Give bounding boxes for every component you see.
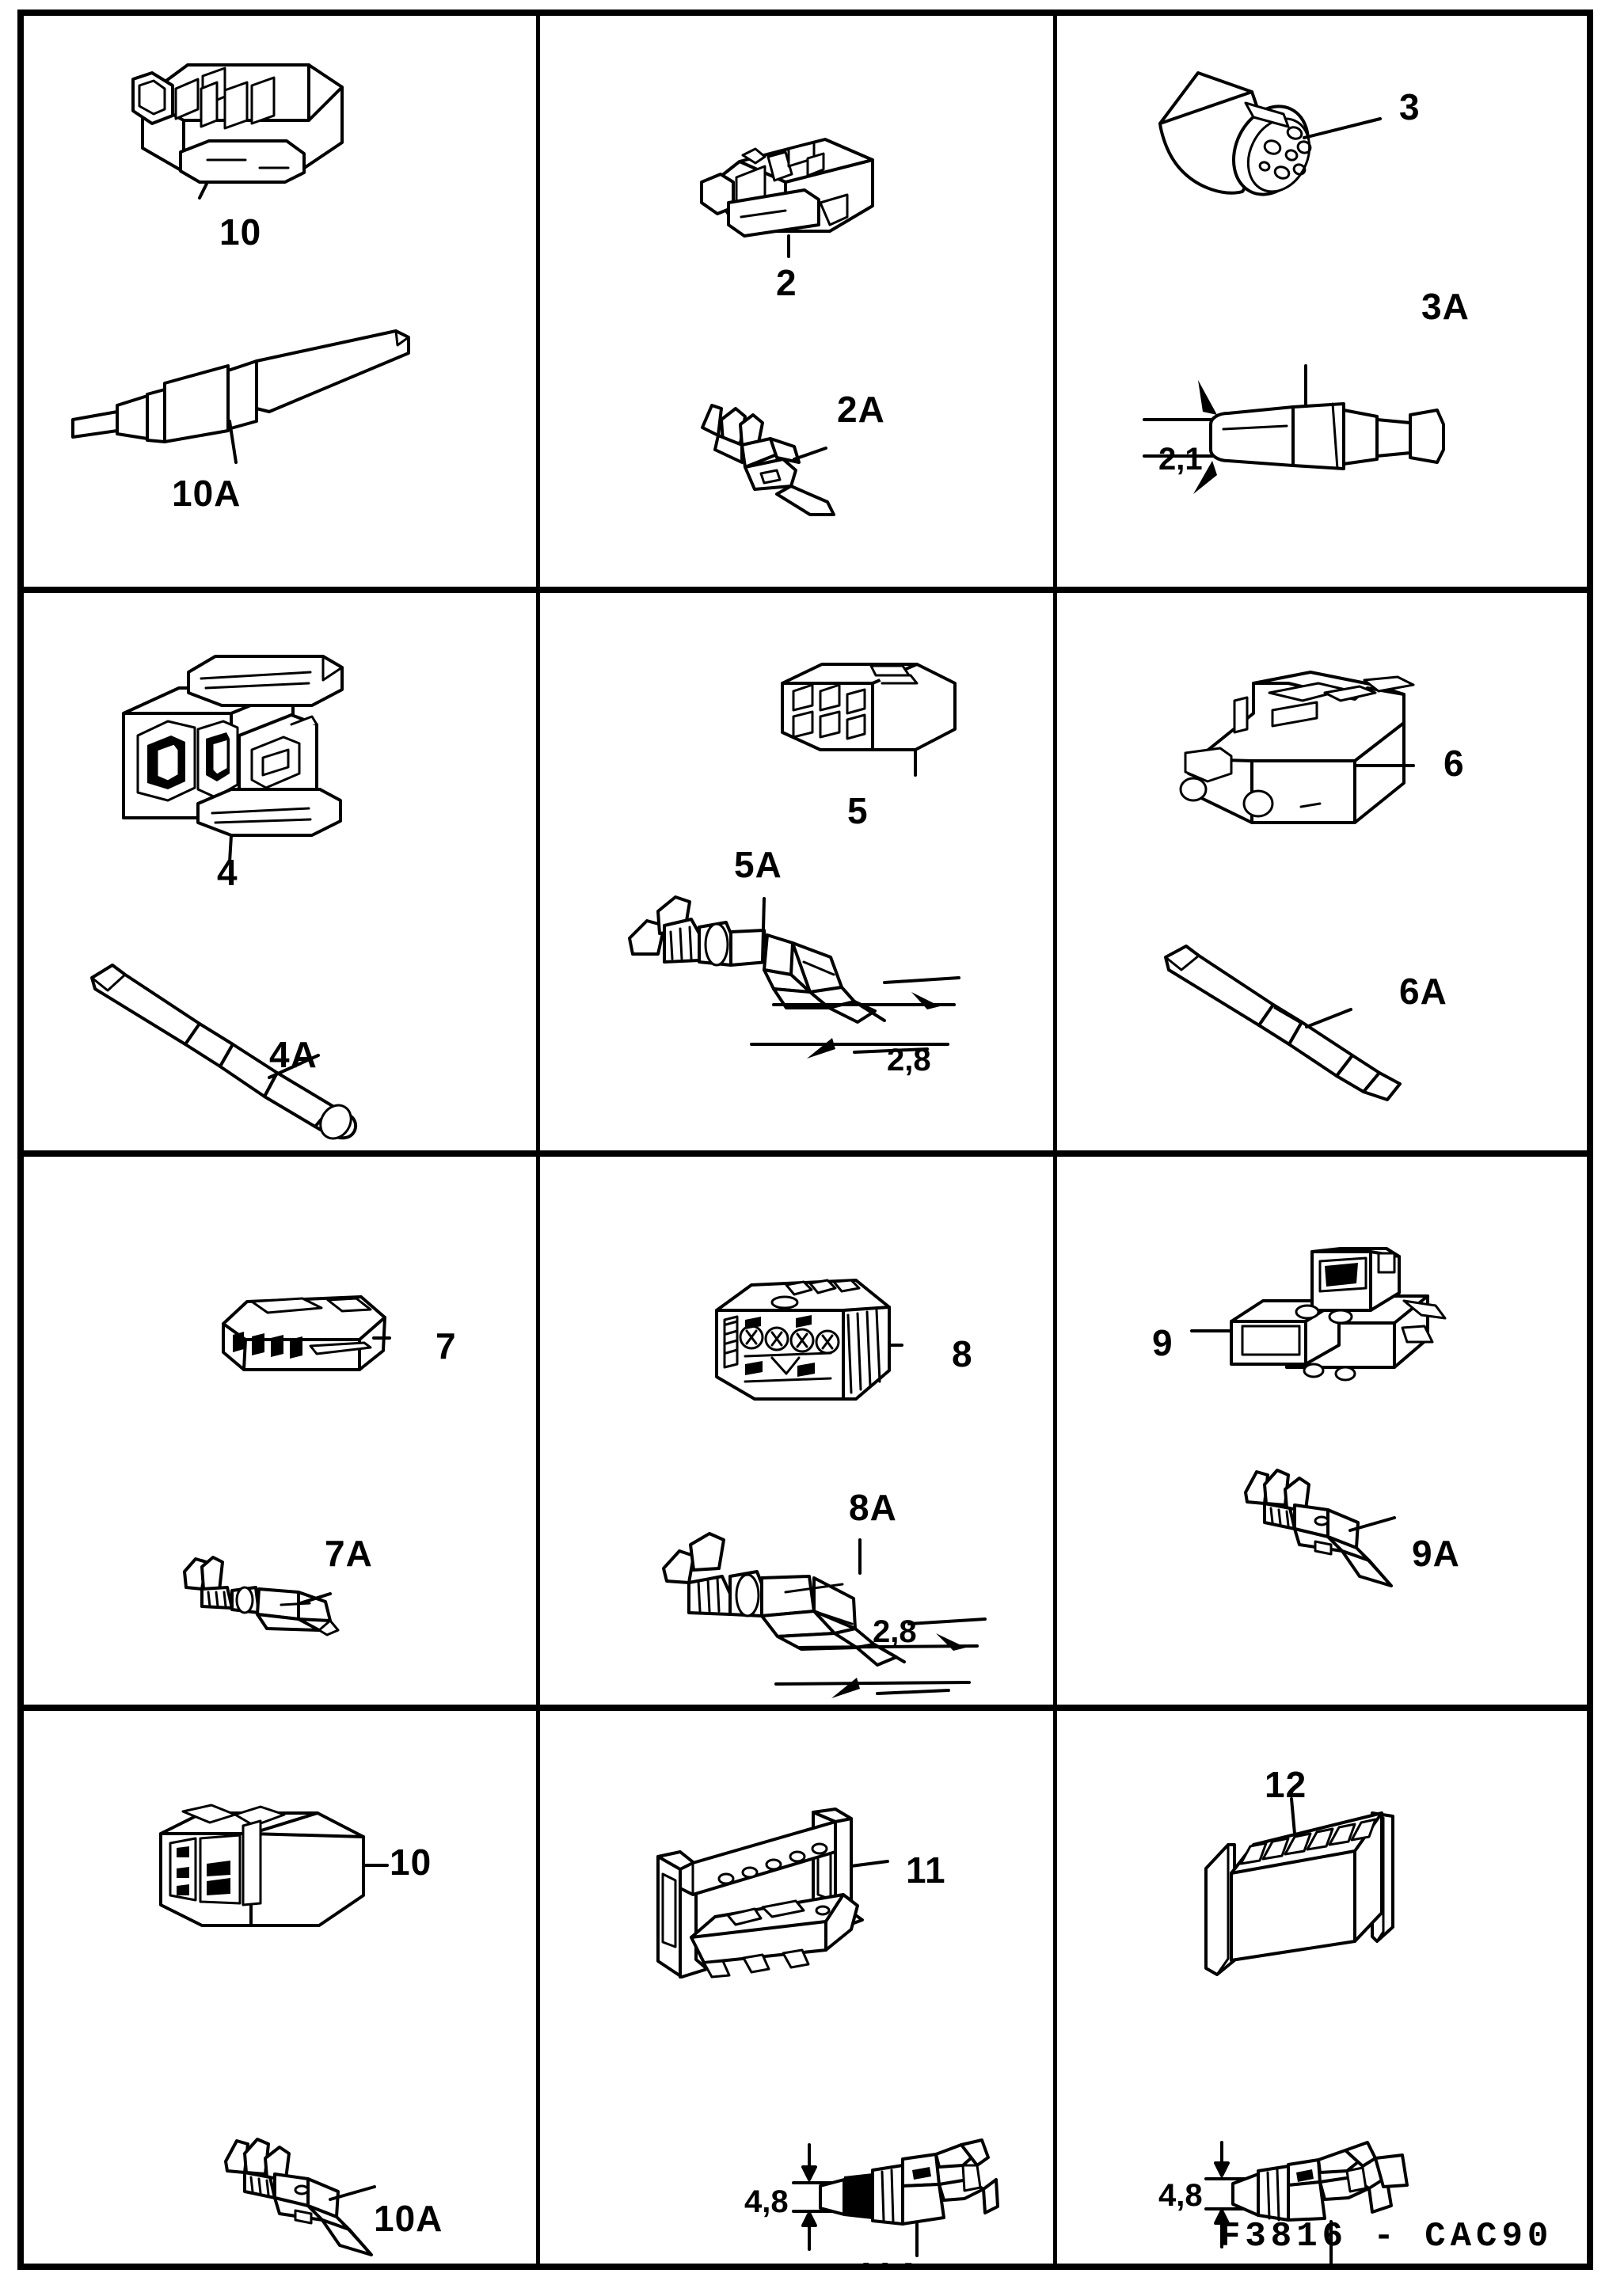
figure-terminal-10A [65, 326, 429, 464]
part-label-5: 5 [847, 790, 869, 831]
part-label-9: 9 [1152, 1322, 1173, 1363]
figure-connector-6 [1176, 664, 1429, 846]
figure-terminal-8A [659, 1529, 999, 1698]
parts-cell-10: 10 10A [17, 1711, 540, 2270]
part-label-4: 4 [217, 852, 238, 893]
parts-cell-6: 6 6A [1057, 593, 1593, 1157]
dimension-label-2-1: 2,1 [1158, 442, 1203, 477]
dimension-label-4-8-b: 4,8 [1158, 2178, 1203, 2213]
parts-cell-4: 4 4A [17, 593, 540, 1157]
figure-connector-12 [1200, 1797, 1413, 1984]
part-label-3A: 3A [1421, 286, 1470, 327]
figure-terminal-7A [180, 1553, 346, 1640]
parts-cell-9: 9 9A [1057, 1157, 1593, 1711]
part-label-6: 6 [1444, 743, 1465, 784]
part-label-2A: 2A [837, 389, 885, 430]
part-label-10A: 10A [172, 473, 242, 514]
figure-connector-11 [655, 1806, 889, 2012]
part-label-8A: 8A [849, 1487, 897, 1528]
figure-connector-3 [1152, 65, 1405, 239]
figure-terminal-3A [1143, 358, 1501, 508]
figure-connector-5 [776, 656, 974, 777]
parts-cell-3: 3 3A 2,1 [1057, 10, 1593, 593]
figure-terminal-12A [1200, 2127, 1421, 2264]
part-label-10b: 10 [390, 1842, 432, 1883]
dimension-label-2-8-a: 2,8 [887, 1043, 931, 1078]
figure-terminal-6A [1156, 941, 1489, 1101]
part-label-12: 12 [1265, 1764, 1307, 1805]
part-label-11A: 11A [855, 2257, 922, 2270]
part-label-8: 8 [952, 1333, 973, 1374]
figure-connector-10b [156, 1802, 389, 1952]
part-label-3: 3 [1399, 86, 1421, 127]
parts-cell-1: 10 10A [17, 10, 540, 593]
figure-terminal-10Ab [219, 2134, 401, 2261]
part-label-5A: 5A [734, 844, 782, 885]
dimension-label-2-8-b: 2,8 [873, 1614, 917, 1649]
part-label-6A: 6A [1399, 971, 1447, 1012]
figure-connector-4 [112, 648, 358, 864]
parts-cell-7: 7 7A [17, 1157, 540, 1711]
part-label-11: 11 [906, 1849, 946, 1891]
parts-cell-2: 2 2A [540, 10, 1057, 593]
figure-terminal-4A [81, 957, 413, 1140]
part-label-7A: 7A [325, 1533, 373, 1574]
figure-terminal-2A [694, 397, 869, 524]
dimension-label-4-8-a: 4,8 [744, 2184, 789, 2219]
parts-cell-12: 12 4,8 [1057, 1711, 1593, 2270]
parts-cell-8: 8 [540, 1157, 1057, 1711]
plate-footer-code: F3816 - CAC90 [1219, 2217, 1554, 2256]
part-label-4A: 4A [269, 1034, 318, 1075]
figure-connector-2 [692, 120, 890, 263]
part-label-10Ab: 10A [374, 2198, 443, 2239]
part-label-10: 10 [219, 211, 262, 253]
figure-connector-8 [710, 1275, 903, 1418]
part-label-7: 7 [436, 1325, 457, 1367]
figure-connector-7 [215, 1287, 397, 1382]
part-label-2: 2 [776, 262, 797, 303]
figure-terminal-5A [623, 886, 972, 1060]
figure-terminal-9A [1239, 1465, 1421, 1592]
part-label-9A: 9A [1412, 1533, 1460, 1574]
figure-connector-9 [1190, 1244, 1461, 1394]
parts-cell-11: 11 4,8 [540, 1711, 1057, 2270]
plate-border [17, 10, 1593, 2270]
figure-terminal-11A [792, 2131, 999, 2257]
figure-connector-10 [105, 41, 366, 215]
part-label-12A: 12A [1296, 2259, 1365, 2270]
parts-cell-5: 5 [540, 593, 1057, 1157]
parts-grid: 10 10A [17, 10, 1593, 2270]
